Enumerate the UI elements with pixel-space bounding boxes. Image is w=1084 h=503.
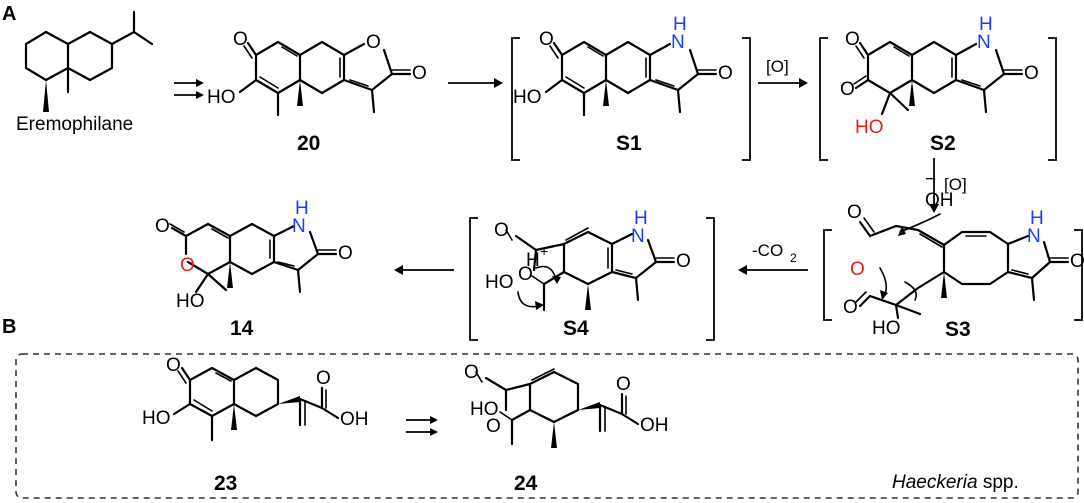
atom-oh-anion-s3: OH	[925, 190, 954, 211]
compound-label-s4: S4	[563, 317, 589, 340]
panel-label-b: B	[2, 316, 16, 338]
atom-h-s2: H	[979, 14, 993, 35]
atom-ho-14: HO	[176, 291, 205, 312]
arrow-20-to-s1	[448, 78, 503, 88]
atom-o-20-ketone: O	[233, 29, 248, 50]
bracket-s1-left	[511, 37, 520, 161]
atom-o-s2-lactam: O	[1024, 63, 1039, 84]
structure-14	[169, 222, 338, 294]
atom-hplus-s4: H	[526, 250, 540, 271]
atom-o-s2-ketone-2: O	[840, 79, 855, 100]
atom-plus-s4: +	[540, 243, 548, 259]
bracket-s3-right	[1074, 229, 1083, 321]
arrow-s1-to-s2	[758, 78, 808, 88]
atom-o-23-ketone: O	[166, 355, 181, 376]
multi-step-arrow-1	[174, 79, 204, 99]
atom-o-24-top: O	[464, 362, 479, 383]
atom-o-s4-ketone: O	[518, 264, 533, 285]
structure-20	[238, 40, 412, 117]
bracket-s2-right	[1048, 37, 1057, 161]
multi-step-arrow-2	[406, 416, 438, 436]
structure-24	[475, 368, 640, 448]
panel-label-a: A	[2, 3, 16, 25]
atom-n-s3: N	[1027, 226, 1041, 247]
structure-23	[172, 366, 340, 442]
atom-h-s1: H	[673, 14, 687, 35]
atom-h-s4: H	[634, 208, 648, 229]
atom-n-s1: N	[671, 32, 685, 53]
compound-label-14: 14	[230, 317, 254, 340]
atom-o-14-ring: O	[180, 255, 195, 276]
atom-n-s4: N	[631, 226, 645, 247]
genus-label: Haeckeria spp.	[892, 472, 1019, 493]
atom-o-s1-ketone: O	[539, 29, 554, 50]
bracket-s3-left	[823, 229, 832, 321]
bracket-s4-left	[469, 217, 478, 341]
compound-label-s3: S3	[945, 318, 971, 341]
atom-o-s2-ketone-1: O	[845, 29, 860, 50]
panel-b-dashed-box	[15, 353, 1079, 499]
atom-h-14: H	[295, 198, 309, 219]
atom-o-s1-lactam: O	[718, 63, 733, 84]
structure-s3	[855, 213, 1070, 320]
atom-ho-24: HO	[470, 399, 499, 420]
atom-ho-s3: HO	[872, 318, 901, 339]
condition-ox-1: [O]	[766, 57, 789, 76]
compound-label-s1: S1	[616, 132, 642, 155]
atom-ho-23: HO	[142, 408, 171, 429]
atom-o-14-lactam: O	[338, 243, 353, 264]
bracket-s4-right	[706, 217, 715, 341]
atom-o-s4-lactam: O	[676, 251, 691, 272]
condition-decarb: -CO	[752, 241, 783, 260]
structure-s4	[505, 227, 676, 312]
atom-o-s4-top: O	[494, 220, 509, 241]
atom-minus-oh-s3: −	[925, 169, 936, 190]
atom-o-s3-top: O	[847, 202, 862, 223]
arrow-s2-to-s3	[929, 158, 939, 213]
atom-o-24-ketone: O	[486, 416, 501, 437]
genus-suffix: spp.	[978, 472, 1019, 493]
compound-label-24: 24	[514, 472, 538, 495]
atom-ho-20: HO	[207, 87, 236, 108]
atom-h-s3: H	[1030, 208, 1044, 229]
bracket-s1-right	[742, 37, 751, 161]
atom-oh-23: OH	[340, 409, 369, 430]
atom-o-23-acid: O	[316, 368, 331, 389]
atom-o-24-acid: O	[616, 374, 631, 395]
structure-s2	[853, 40, 1024, 116]
atom-ho-s4: HO	[485, 272, 514, 293]
structure-s1	[544, 40, 718, 117]
condition-ox-2: [O]	[944, 175, 967, 194]
compound-label-s2: S2	[930, 132, 956, 155]
atom-oh-24: OH	[640, 415, 669, 436]
atom-ho-s2: HO	[855, 117, 884, 138]
eremophilane-label: Eremophilane	[16, 114, 133, 135]
atom-o-20-ring: O	[366, 32, 381, 53]
arrow-s3-to-s4	[738, 265, 808, 275]
atom-ho-s1: HO	[513, 87, 542, 108]
atom-o-14-carbonyl: O	[155, 216, 170, 237]
bracket-s2-left	[819, 37, 828, 161]
condition-decarb-subscript: 2	[790, 251, 797, 265]
structure-eremophilane	[24, 10, 154, 112]
atom-o-s3-bottom: O	[843, 297, 858, 318]
atom-n-s2: N	[977, 32, 991, 53]
genus-name: Haeckeria	[892, 472, 978, 493]
compound-label-20: 20	[297, 132, 320, 155]
compound-label-23: 23	[214, 472, 237, 495]
atom-o-20-lactone: O	[412, 63, 427, 84]
atom-o-s3-bridge: O	[850, 259, 865, 280]
arrow-s4-to-14	[394, 265, 454, 275]
atom-n-14: N	[292, 216, 306, 237]
atom-o-s3-lactam: O	[1070, 251, 1084, 272]
